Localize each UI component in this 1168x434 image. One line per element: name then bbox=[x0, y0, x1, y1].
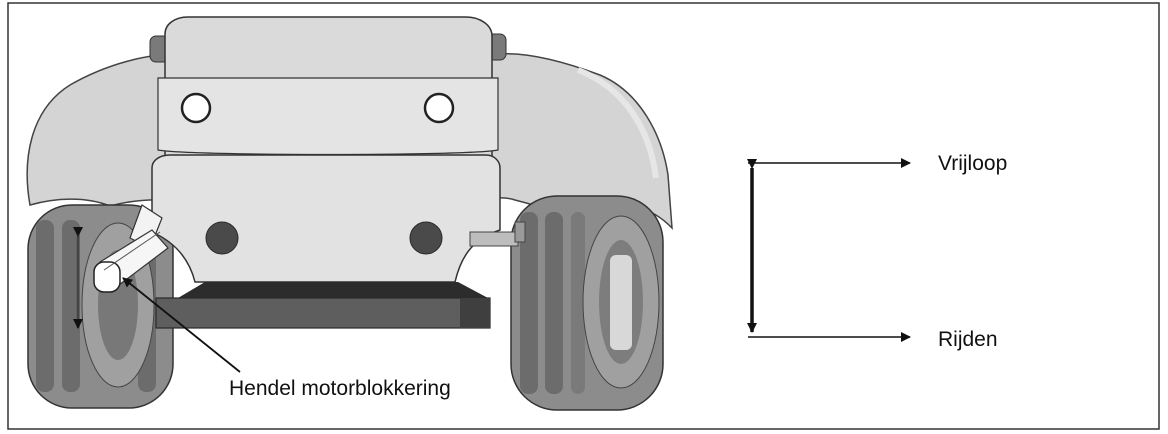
frame-bar-end bbox=[460, 298, 490, 328]
axle-pin bbox=[514, 221, 526, 243]
fender-highlight bbox=[576, 67, 659, 179]
axle-link bbox=[469, 231, 519, 247]
bolt-left bbox=[205, 221, 239, 255]
light-left bbox=[180, 92, 212, 124]
bolt-right bbox=[409, 221, 443, 255]
lever-label: Hendel motorblokkering bbox=[229, 377, 451, 400]
drive-label: Rijden bbox=[938, 328, 998, 351]
frame-bar bbox=[155, 297, 491, 329]
frame-skirt bbox=[178, 282, 488, 298]
lever-leader-line bbox=[122, 277, 241, 373]
right-wheel bbox=[510, 195, 664, 411]
freewheel-label: Vrijloop bbox=[938, 152, 1007, 175]
mower-illustration bbox=[26, 16, 673, 411]
brake-lever bbox=[93, 204, 169, 293]
engine-housing bbox=[151, 154, 501, 283]
light-right bbox=[423, 92, 455, 124]
